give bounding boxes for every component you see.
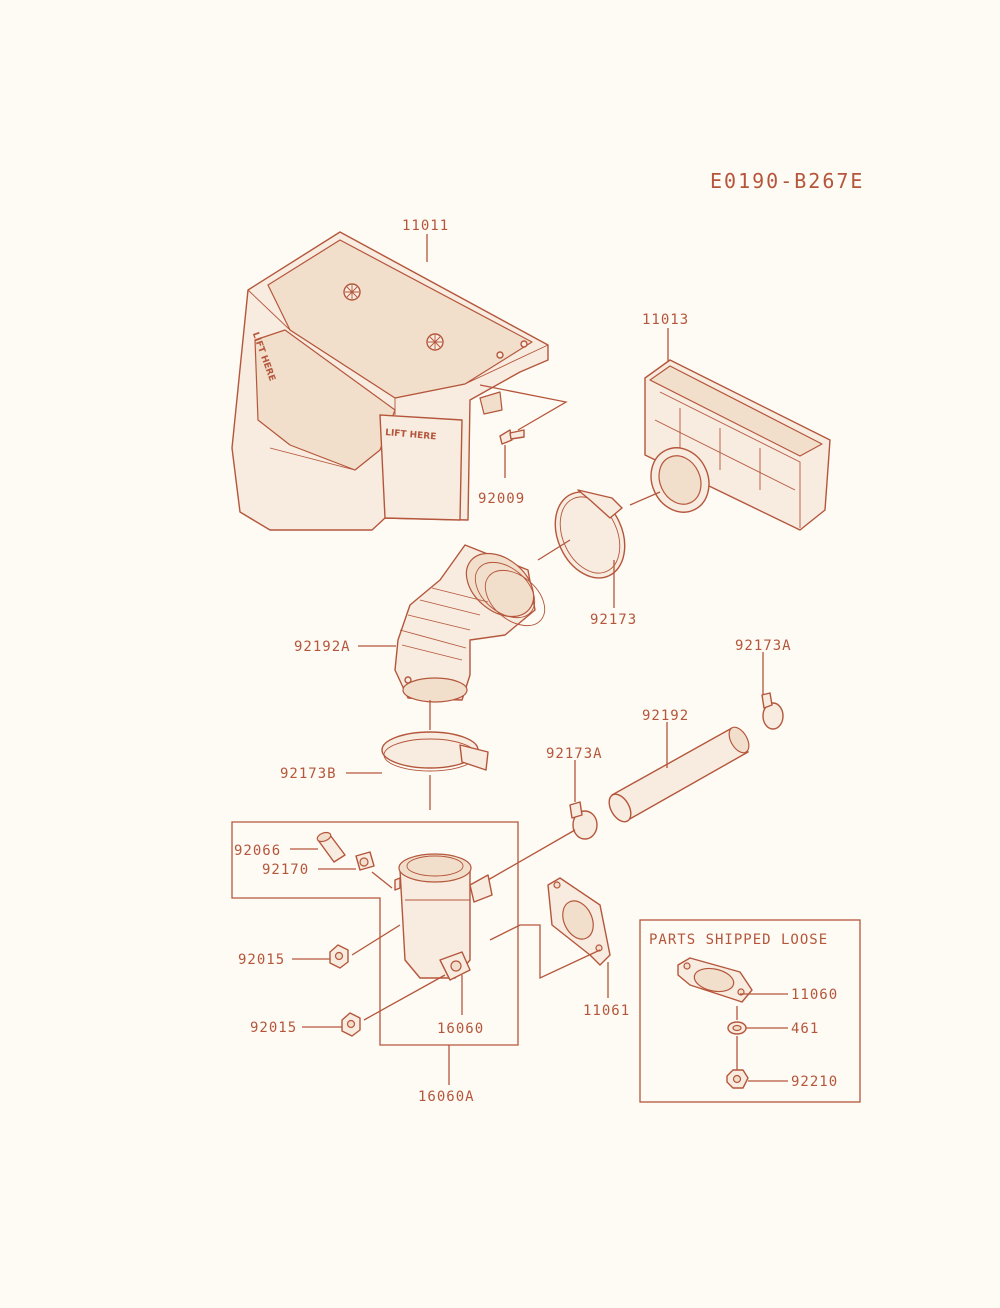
screw-92009[interactable] bbox=[499, 429, 525, 445]
label-92173A-top[interactable]: 92173A bbox=[735, 638, 792, 654]
label-92192[interactable]: 92192 bbox=[642, 708, 689, 724]
air-cleaner-cover-11011[interactable] bbox=[231, 231, 549, 531]
nut-92015-b[interactable] bbox=[341, 1012, 361, 1037]
label-11011[interactable]: 11011 bbox=[402, 218, 449, 234]
label-92015-b[interactable]: 92015 bbox=[250, 1020, 297, 1036]
label-16060A[interactable]: 16060A bbox=[418, 1089, 475, 1105]
label-92170[interactable]: 92170 bbox=[262, 862, 309, 878]
lift-here-decal-2: LIFT HERE bbox=[385, 428, 437, 442]
clip-92170[interactable] bbox=[355, 851, 375, 871]
washer-461[interactable] bbox=[727, 1021, 747, 1035]
hose-clamp-92173A-upper[interactable] bbox=[761, 692, 784, 730]
label-92173[interactable]: 92173 bbox=[590, 612, 637, 628]
nut-92015-a[interactable] bbox=[329, 944, 349, 969]
hose-clamp-92173A-mid[interactable] bbox=[569, 801, 598, 840]
label-11013[interactable]: 11013 bbox=[642, 312, 689, 328]
label-92173B[interactable]: 92173B bbox=[280, 766, 337, 782]
label-92066[interactable]: 92066 bbox=[234, 843, 281, 859]
label-92015-a[interactable]: 92015 bbox=[238, 952, 285, 968]
label-92009[interactable]: 92009 bbox=[478, 491, 525, 507]
label-92173A-mid[interactable]: 92173A bbox=[546, 746, 603, 762]
label-461[interactable]: 461 bbox=[791, 1021, 819, 1037]
label-92210[interactable]: 92210 bbox=[791, 1074, 838, 1090]
gasket-11060[interactable] bbox=[677, 957, 753, 1003]
label-11060[interactable]: 11060 bbox=[791, 987, 838, 1003]
hose-clamp-92173B[interactable] bbox=[381, 731, 489, 772]
air-filter-element-11013[interactable] bbox=[641, 359, 831, 531]
parts-shipped-loose-title: PARTS SHIPPED LOOSE bbox=[649, 932, 828, 948]
diagram-code: E0190-B267E bbox=[710, 169, 864, 193]
label-11061[interactable]: 11061 bbox=[583, 1003, 630, 1019]
gasket-11061[interactable] bbox=[547, 877, 611, 966]
hose-clamp-92173[interactable] bbox=[542, 481, 638, 590]
nut-92210[interactable] bbox=[726, 1069, 749, 1089]
cap-92066[interactable] bbox=[316, 831, 346, 863]
pre-cleaner-16060[interactable] bbox=[394, 853, 493, 981]
label-16060[interactable]: 16060 bbox=[437, 1021, 484, 1037]
hose-92192[interactable] bbox=[605, 724, 753, 826]
parts-shipped-loose-box bbox=[639, 919, 861, 1103]
label-92192A[interactable]: 92192A bbox=[294, 639, 351, 655]
elbow-hose-92192A[interactable] bbox=[394, 541, 555, 703]
